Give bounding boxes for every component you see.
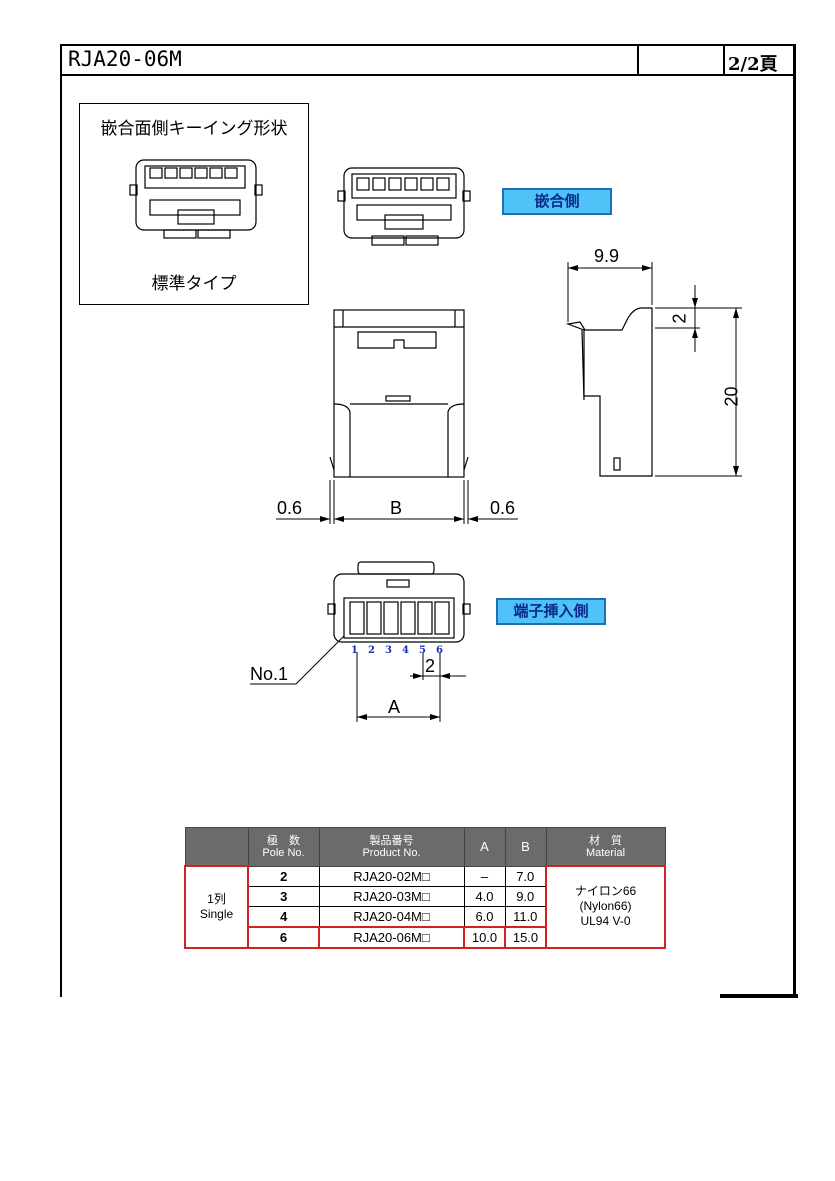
keying-title: 嵌合面側キーイング形状: [100, 119, 288, 139]
dim-width: 9.9: [594, 246, 620, 266]
dim-b: B: [390, 498, 403, 518]
dimension-lines: [250, 262, 742, 722]
b-cell: 7.0: [504, 865, 547, 887]
b-cell: 11.0: [504, 905, 547, 927]
b-cell: 9.0: [504, 885, 547, 907]
dimension-arrows: [320, 265, 739, 720]
dim-pitch: 2: [425, 656, 436, 676]
pole-cell: 3: [247, 885, 320, 907]
product-cell: RJA20-04M□: [318, 905, 465, 927]
a-cell: –: [463, 865, 506, 887]
pole-cell: 6: [247, 925, 320, 949]
pin-number: 1: [351, 645, 358, 656]
product-cell: RJA20-03M□: [318, 885, 465, 907]
title-block: RJA20-06M: [60, 44, 796, 76]
page-cell: [723, 44, 793, 74]
dim-height: 20: [721, 386, 742, 407]
pin-number: 3: [385, 645, 392, 656]
drawing-frame: [60, 44, 796, 997]
side-view-outline: [565, 307, 653, 477]
keying-subtitle: 標準タイプ: [151, 274, 237, 294]
terminal-side-tag: 端子挿入側: [496, 598, 606, 625]
keying-face-outline: [129, 159, 263, 239]
keying-shape-panel: 嵌合面側キーイング形状 標準タイプ: [79, 103, 309, 305]
rear-face-outline: [327, 561, 471, 643]
pin-number: 4: [402, 645, 409, 656]
b-cell: 15.0: [504, 925, 547, 949]
pole-cell: 4: [247, 905, 320, 927]
title-blank-cell: [637, 44, 723, 74]
table-row: 4 RJA20-04M□ 6.0 11.0: [185, 905, 665, 927]
header-b: B: [504, 827, 547, 867]
dim-a: A: [388, 697, 401, 717]
header-a: A: [463, 827, 506, 867]
material-cell: ナイロン66(Nylon66)UL94 V-0: [545, 865, 666, 949]
a-cell: 10.0: [463, 925, 506, 949]
a-cell: 6.0: [463, 905, 506, 927]
dim-right-offset: 0.6: [490, 498, 516, 518]
table-row-highlighted: 6 RJA20-06M□ 10.0 15.0: [185, 925, 665, 949]
a-cell: 4.0: [463, 885, 506, 907]
page-number: 2/2頁: [728, 54, 778, 75]
header-blank: [184, 827, 249, 867]
top-view-outline: [329, 309, 469, 478]
pin-number: 2: [368, 645, 375, 656]
frame-bottom-mark: [720, 994, 798, 998]
pole-cell: 2: [247, 865, 320, 887]
table-row: 3 RJA20-03M□ 4.0 9.0: [185, 885, 665, 907]
product-cell: RJA20-06M□: [318, 925, 465, 949]
dim-step: 2: [669, 313, 690, 324]
pin-number: 5: [419, 645, 426, 656]
pin-number: 6: [436, 645, 443, 656]
drawing-title: RJA20-06M: [68, 47, 182, 71]
dim-left-offset: 0.6: [277, 498, 303, 518]
mating-side-tag: 嵌合側: [502, 188, 612, 215]
mating-face-outline: [337, 167, 471, 246]
product-cell: RJA20-02M□: [318, 865, 465, 887]
pin1-label: No.1: [250, 664, 289, 684]
